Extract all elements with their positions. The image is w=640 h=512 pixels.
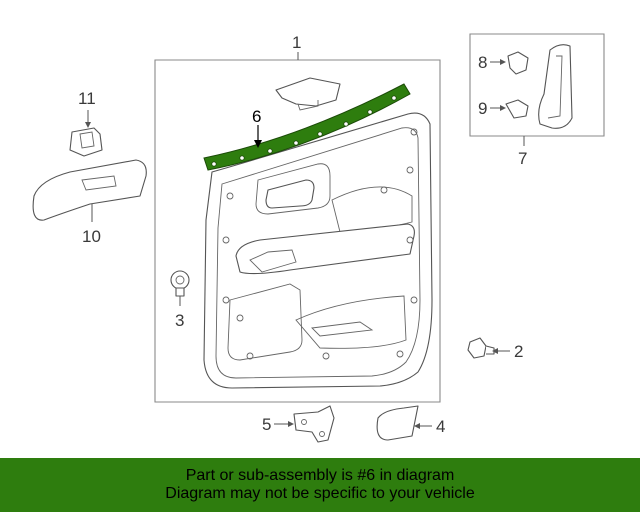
part-4-cover [376,405,419,441]
part-5-bracket [293,405,335,443]
leader-2-arrowhead [492,348,498,354]
part-2-screw [467,337,495,359]
part-8-clip [507,51,529,75]
callout-7: 7 [518,149,527,168]
callout-6: 6 [252,107,261,126]
callout-2: 2 [514,342,523,361]
part-9-clip [505,99,529,119]
banner-line-2: Diagram may not be specific to your vehi… [165,485,475,502]
group-frame-7 [469,33,605,137]
leader-4-arrowhead [414,423,420,429]
part-6-belt-moulding [203,83,411,171]
callout-8: 8 [478,53,487,72]
leader-11-arrowhead [85,122,91,128]
callout-10: 10 [82,227,101,246]
callout-5: 5 [262,415,271,434]
parts-diagram: 1 6 [32,33,605,443]
leader-8-arrowhead [500,59,506,65]
upper-bracket [275,77,341,111]
callout-4: 4 [436,417,445,436]
leader-5-arrowhead [288,421,294,427]
part-10-switch-bezel [32,159,147,221]
assembly-frame [154,59,441,403]
part-7-garnish [538,44,573,129]
callout-1: 1 [292,33,301,52]
callout-9: 9 [478,99,487,118]
banner-line-1: Part or sub-assembly is #6 in diagram [185,467,455,484]
part-11-switch [69,127,103,157]
callout-3: 3 [175,311,184,330]
door-trim-panel [203,112,433,389]
callout-11: 11 [78,89,96,108]
leader-9-arrowhead [500,105,506,111]
part-3-clip [170,270,190,297]
notice-banner: Part or sub-assembly is #6 in diagram Di… [0,458,640,512]
leader-6-arrowhead [254,140,262,148]
